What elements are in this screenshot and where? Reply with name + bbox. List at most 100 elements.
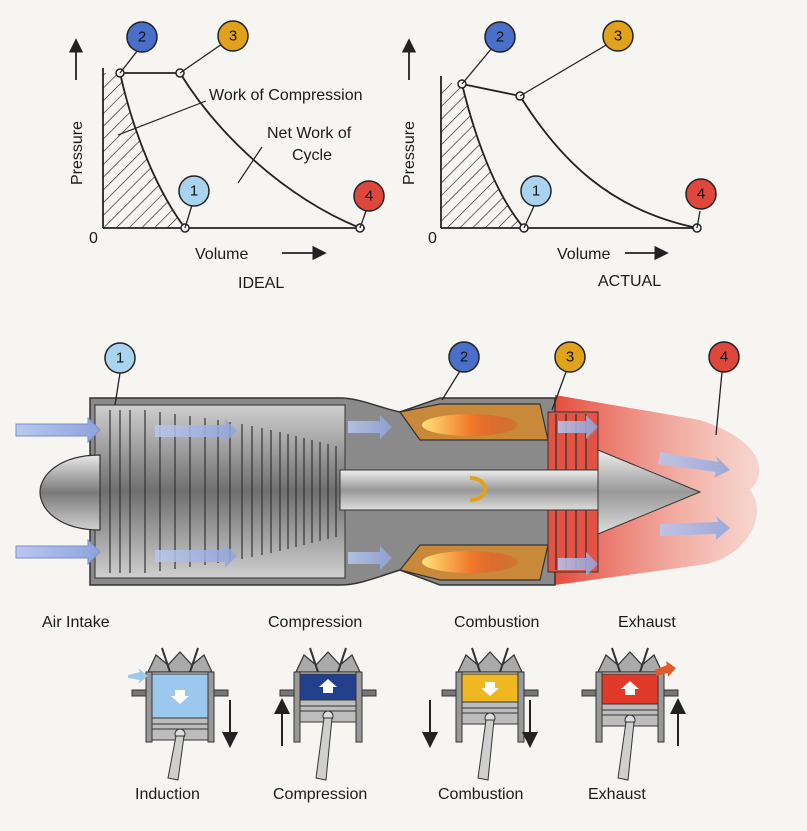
engine-badge-1	[104, 342, 136, 374]
spark-plug	[213, 689, 229, 697]
ideal-label-work-compression: Work of Compression	[209, 87, 363, 104]
ideal-badge-4	[353, 180, 385, 212]
valve-right	[337, 647, 347, 673]
flow-arrow-comp-top	[155, 419, 237, 443]
spark-plug-left	[581, 689, 597, 697]
engine-badge-2	[448, 341, 480, 373]
valve-right	[499, 647, 509, 673]
cylinder-head	[597, 651, 663, 673]
flow-arrow-turbine-bottom	[558, 552, 598, 576]
piston-label-1: Induction	[135, 786, 200, 803]
actual-x-axis-label: Volume	[557, 246, 610, 263]
exhaust-gas-arrow-icon	[655, 661, 676, 677]
cylinder-head	[147, 651, 213, 673]
cylinder-wall-right	[207, 671, 215, 743]
cylinder-wall-left	[595, 671, 603, 743]
piston-4: Exhaust	[581, 647, 686, 803]
engine-badge-4-label: 4	[720, 349, 728, 366]
piston-label-3: Combustion	[438, 786, 523, 803]
valve-left	[161, 647, 171, 673]
connecting-rod	[477, 719, 495, 781]
engine-badge-3-label: 3	[566, 349, 574, 366]
actual-pv-chart: Pressure Volume 0 ACTUAL 2 3 1 4	[401, 20, 717, 290]
ideal-badge-2-label: 2	[138, 29, 146, 46]
actual-badge-2	[484, 21, 516, 53]
ideal-badge-1	[178, 175, 210, 207]
ideal-compression-area	[103, 73, 185, 228]
intake-arrow-top	[15, 416, 101, 444]
chamber-flow-arrow-icon	[171, 690, 189, 704]
flow-arrow-comp-bottom	[155, 544, 237, 568]
actual-y-axis-label: Pressure	[401, 121, 418, 185]
ideal-badge-1-label: 1	[190, 183, 198, 200]
ideal-leader-compression	[117, 100, 207, 136]
flow-arrow-turbine-top	[558, 415, 598, 439]
engine-badge-2-label: 2	[460, 349, 468, 366]
ideal-badge-3-label: 3	[229, 28, 237, 45]
actual-origin-label: 0	[428, 230, 437, 247]
actual-pressure-line	[461, 83, 521, 97]
engine-badge-1-label: 1	[116, 350, 124, 367]
engine-shaft	[339, 469, 611, 511]
chamber-flow-arrow-icon	[319, 679, 337, 693]
stage-label-combustion: Combustion	[454, 614, 539, 631]
stage-label-exhaust: Exhaust	[618, 614, 676, 631]
actual-badge-1	[520, 175, 552, 207]
ideal-badge-4-label: 4	[365, 188, 373, 205]
ideal-origin-label: 0	[89, 230, 98, 247]
nose-spinner	[39, 454, 101, 531]
actual-badge-4-label: 4	[697, 186, 705, 203]
actual-badge-3	[602, 20, 634, 52]
actual-badge-2-label: 2	[496, 29, 504, 46]
spark-plug-left	[131, 689, 147, 697]
spark-plug-left	[279, 689, 295, 697]
ideal-chart-title: IDEAL	[238, 275, 284, 292]
flame-top	[422, 414, 518, 436]
cylinder-wall-left	[455, 671, 463, 743]
piston-label-2: Compression	[273, 786, 367, 803]
intake-air-arrow-icon	[128, 668, 148, 684]
ideal-x-axis-label: Volume	[195, 246, 248, 263]
ideal-leader-net-work	[237, 146, 263, 184]
exhaust-cone	[597, 449, 702, 535]
piston-strokes: Induction Compression Combustion Exhaust	[128, 647, 686, 803]
actual-badge-4	[685, 178, 717, 210]
connecting-rod	[167, 735, 185, 781]
valve-left	[611, 647, 621, 673]
valve-left	[471, 647, 481, 673]
spark-plug	[361, 689, 377, 697]
cylinder-wall-right	[355, 671, 363, 743]
ideal-badge-3	[217, 20, 249, 52]
engine-badge-4	[708, 341, 740, 373]
actual-compression-curve	[461, 83, 525, 229]
cylinder-wall-left	[145, 671, 153, 743]
cylinder-wall-right	[517, 671, 525, 743]
exhaust-arrow-bottom	[660, 516, 730, 540]
flame-bottom	[422, 551, 518, 573]
stage-label-compression: Compression	[268, 614, 362, 631]
piston-2: Compression	[273, 647, 377, 803]
flow-arrow-burner-bottom	[348, 546, 392, 570]
ideal-label-net-work-line2: Cycle	[292, 147, 332, 164]
ideal-compression-curve	[119, 72, 186, 229]
ideal-label-net-work-line1: Net Work of	[267, 125, 352, 142]
chamber-flow-arrow-icon	[481, 682, 499, 696]
cylinder-head	[457, 651, 523, 673]
jet-engine-cutaway: 1 2 3 4 Air Intake Compression Combustio…	[15, 341, 760, 631]
spark-plug-left	[441, 689, 457, 697]
actual-badge-3-label: 3	[614, 28, 622, 45]
intake-arrow-bottom	[15, 538, 101, 566]
valve-right	[189, 647, 199, 673]
ideal-y-axis-label: Pressure	[69, 121, 86, 185]
connecting-rod	[315, 717, 333, 781]
valve-right	[639, 647, 649, 673]
chamber-flow-arrow-icon	[621, 681, 639, 695]
actual-expansion-curve	[519, 95, 698, 229]
engine-badge-3	[554, 341, 586, 373]
ideal-pv-chart: Work of Compression Net Work of Cycle Pr…	[68, 20, 385, 292]
actual-badge-1-label: 1	[532, 183, 540, 200]
ideal-badge-2	[126, 21, 158, 53]
piston-label-4: Exhaust	[588, 786, 646, 803]
spark-plug	[523, 689, 539, 697]
